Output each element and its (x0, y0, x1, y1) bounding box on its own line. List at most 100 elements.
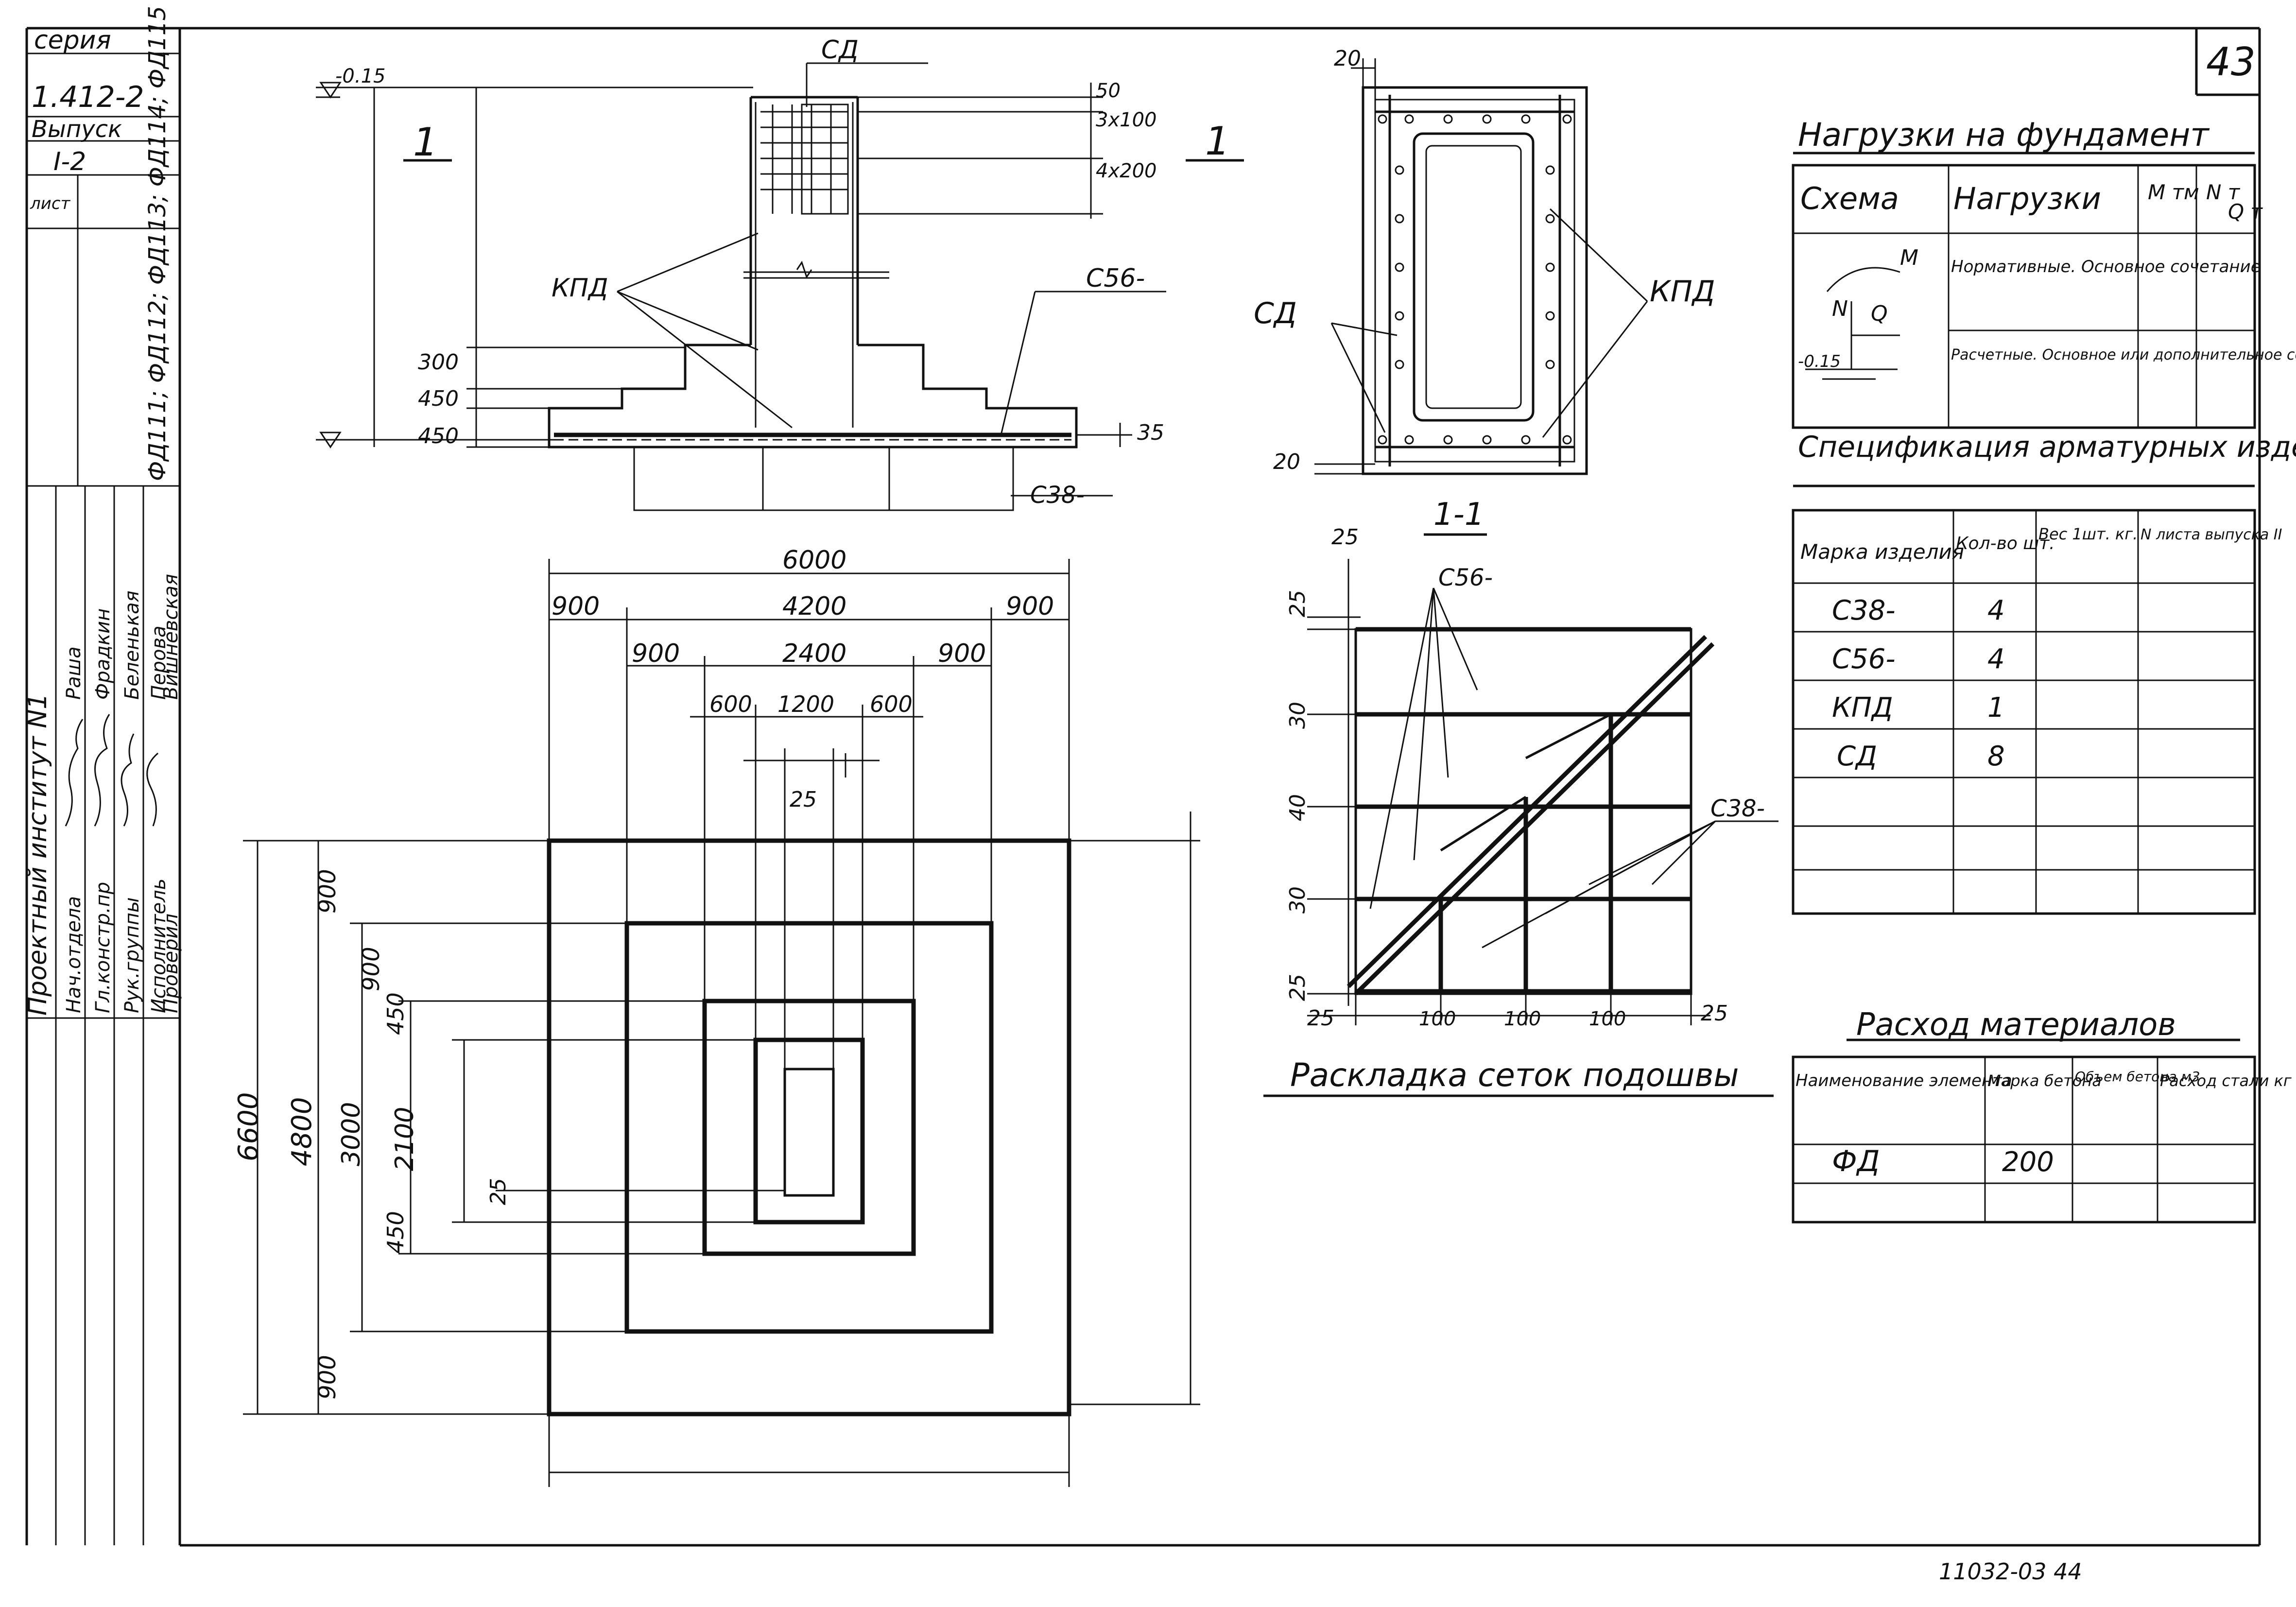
plan-dim-v900a: 900 (314, 869, 341, 914)
plan-dim-2100: 2100 (390, 1107, 419, 1171)
signatures (65, 714, 158, 827)
loads-header-loads: Нагрузки (1953, 181, 2101, 216)
spec-r2-qty: 4 (1987, 643, 2005, 675)
mesh-dim-h25b: 25 (1701, 1001, 1728, 1026)
spec-r3-mark: КПД (1832, 692, 1893, 724)
stamp-names: Раша Фрадкин Беленькая Перова Вишневская (63, 574, 182, 700)
cp-dim-top: 20 (1334, 46, 1361, 71)
name-2: Фрадкин (92, 608, 114, 700)
sv-section-mark-left: 1 (413, 120, 438, 165)
materials-r1-name: ФД (1832, 1144, 1880, 1178)
plan-v-dims: 6600 900 4800 900 900 3000 450 2100 450 … (233, 869, 511, 1400)
mesh-dim-v30a: 30 (1285, 702, 1310, 729)
role-1: Нач.отдела (63, 896, 85, 1013)
column-top-reinforcement (760, 104, 849, 215)
plan-dim-900b: 900 (1006, 592, 1054, 621)
title-stamp (25, 27, 180, 1545)
scheme-m: M (1900, 245, 1918, 270)
plan-dim-25h: 25 (790, 787, 817, 812)
cp-label-kpd: КПД (1650, 275, 1715, 309)
sv-elev-top: -0.15 (335, 65, 386, 87)
plan-dim-1200: 1200 (777, 691, 834, 717)
plan-dim-600b: 600 (870, 691, 913, 717)
spec-title: Спецификация арматурных изделий на один … (1798, 430, 2296, 464)
series-label: серия (34, 26, 111, 55)
materials-r1-grade: 200 (2002, 1146, 2054, 1178)
mesh-dim-v25a: 25 (1285, 590, 1310, 617)
spec-r3-qty: 1 (1987, 692, 2005, 724)
scheme-q: Q (1871, 301, 1888, 326)
sv-dim-4x200: 4x200 (1096, 160, 1157, 182)
loads-headers: Схема Нагрузки M тм N т Q т (1800, 180, 2263, 224)
plan-view (243, 559, 1200, 1487)
mesh-dim-h25a: 25 (1307, 1006, 1334, 1031)
loads-header-q: Q т (2228, 200, 2263, 224)
role-4: Исполнитель (148, 879, 170, 1013)
plan-dim-v450a: 450 (382, 992, 409, 1035)
institute-name: Проектный институт N1 (23, 693, 52, 1016)
materials-title: Расход материалов (1856, 1007, 2176, 1043)
sv-dim-50: 50 (1096, 80, 1121, 102)
loads-title: Нагрузки на фундамент (1798, 116, 2210, 154)
plan-dim-2400: 2400 (782, 639, 846, 668)
cp-dim-bottom: 20 (1273, 449, 1300, 474)
name-3: Беленькая (121, 590, 143, 700)
issue-value: I-2 (53, 147, 86, 176)
sv-dim-300: 300 (418, 350, 459, 375)
loads-table (1792, 152, 2256, 429)
mesh-dim-v25-top: 25 (1331, 525, 1359, 550)
footer-code: 11032-03 44 (1939, 1558, 2082, 1585)
spec-table (1792, 484, 2256, 915)
sheet-label: лист (30, 194, 71, 213)
cp-label-sd: СД (1254, 296, 1297, 330)
loads-row-design: Расчетные. Основное или дополнительное с… (1951, 346, 2296, 363)
plan-dim-6000: 6000 (782, 546, 846, 575)
spec-header-weight: Вес 1шт. кг. (2038, 525, 2138, 543)
plan-dim-600a: 600 (709, 691, 752, 717)
sv-label-c56: С56- (1086, 264, 1145, 293)
role-3: Рук.группы (121, 897, 143, 1013)
plan-dim-900c: 900 (632, 639, 680, 668)
plan-dim-3000: 3000 (337, 1102, 366, 1166)
scheme-elev: -0.15 (1798, 352, 1841, 371)
plan-dim-4200: 4200 (782, 592, 846, 621)
loads-row-normative: Нормативные. Основное сочетание (1951, 257, 2261, 276)
spec-r1-mark: С38- (1832, 595, 1896, 626)
section-view (316, 62, 1244, 511)
spec-rows: С38- 4 С56- 4 КПД 1 СД 8 (1832, 595, 2005, 772)
issue-label: Выпуск (32, 116, 122, 143)
mesh-dim-v25b: 25 (1285, 974, 1310, 1001)
sv-dim-35: 35 (1137, 420, 1164, 445)
mesh-dim-h100a: 100 (1419, 1008, 1456, 1030)
loads-header-m: M тм (2148, 180, 2199, 204)
spec-header-mark: Марка изделия (1800, 540, 1964, 564)
plan-dim-900d: 900 (938, 639, 986, 668)
mesh-label-c38: С38- (1710, 795, 1765, 822)
materials-header-name: Наименование элемента (1795, 1071, 2012, 1090)
products-list: ФД111; ФД112; ФД113; ФД114; ФД115 (144, 6, 171, 481)
mesh-dim-h100c: 100 (1589, 1008, 1626, 1030)
mesh-dim-v30b: 30 (1285, 886, 1310, 914)
loads-header-n: N т (2206, 180, 2241, 204)
materials-header-volume: Объем бетона м3 (2075, 1069, 2200, 1085)
spec-r1-qty: 4 (1987, 595, 2005, 626)
sv-dim-450a: 450 (418, 386, 459, 411)
loads-header-scheme: Схема (1800, 181, 1899, 216)
role-2: Гл.констр.пр (92, 882, 114, 1013)
plan-h-dims: 6000 900 4200 900 900 2400 900 600 1200 … (552, 546, 1054, 812)
series-value: 1.412-2 (32, 80, 144, 114)
spec-r2-mark: С56- (1832, 643, 1896, 675)
mesh-detail (1263, 533, 1778, 1097)
mesh-label-c56: С56- (1438, 564, 1493, 591)
plan-dim-v450b: 450 (382, 1211, 409, 1254)
sv-dim-450b: 450 (418, 424, 459, 449)
mesh-caption: Раскладка сеток подошвы (1290, 1056, 1739, 1094)
spec-headers: Марка изделия Кол-во шт. Вес 1шт. кг. N … (1800, 525, 2282, 564)
stamp-roles: Нач.отдела Гл.констр.пр Рук.группы Испол… (63, 879, 182, 1013)
scheme-n: N (1832, 296, 1848, 321)
mesh-h-dims: 25 100 100 100 25 (1307, 1001, 1728, 1031)
name-5: Вишневская (160, 574, 182, 700)
sheet-number: 43 (2206, 39, 2256, 85)
plan-dim-v25: 25 (486, 1178, 511, 1205)
